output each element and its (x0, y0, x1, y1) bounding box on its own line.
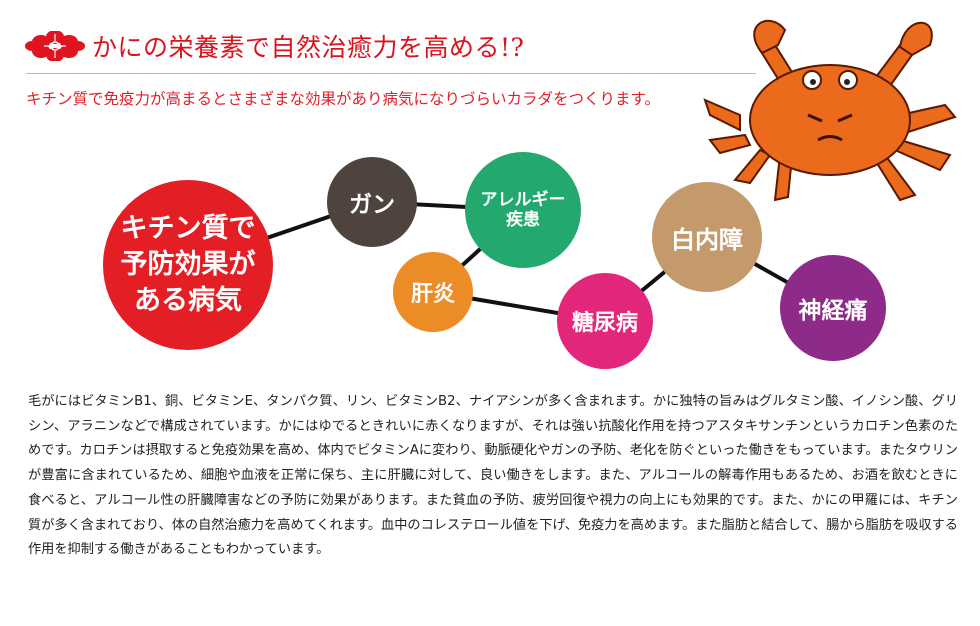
disease-diabetes: 糖尿病 (557, 273, 653, 369)
flower-crest-icon (25, 31, 85, 61)
page-title: かにの栄養素で自然治癒力を高める!? (92, 33, 525, 62)
disease-diagram: キチン質で予防効果がある病気 ガン アレルギー疾患 肝炎 糖尿病 白内障 神経痛 (0, 140, 980, 380)
disease-cataract: 白内障 (652, 182, 762, 292)
main-circle: キチン質で予防効果がある病気 (103, 180, 273, 350)
disease-cancer: ガン (327, 157, 417, 247)
body-text: 毛がにはビタミンB1、銅、ビタミンE、タンパク質、リン、ビタミンB2、ナイアシン… (28, 394, 958, 558)
lead-text: キチン質で免疫力が高まるとさまざまな効果があり病気になりづらいカラダをつくります… (26, 90, 660, 108)
crab-illustration (703, 19, 957, 202)
disease-neuralgia: 神経痛 (780, 255, 886, 361)
disease-allergy: アレルギー疾患 (465, 152, 581, 268)
divider (26, 73, 756, 74)
disease-hepatitis: 肝炎 (393, 252, 473, 332)
